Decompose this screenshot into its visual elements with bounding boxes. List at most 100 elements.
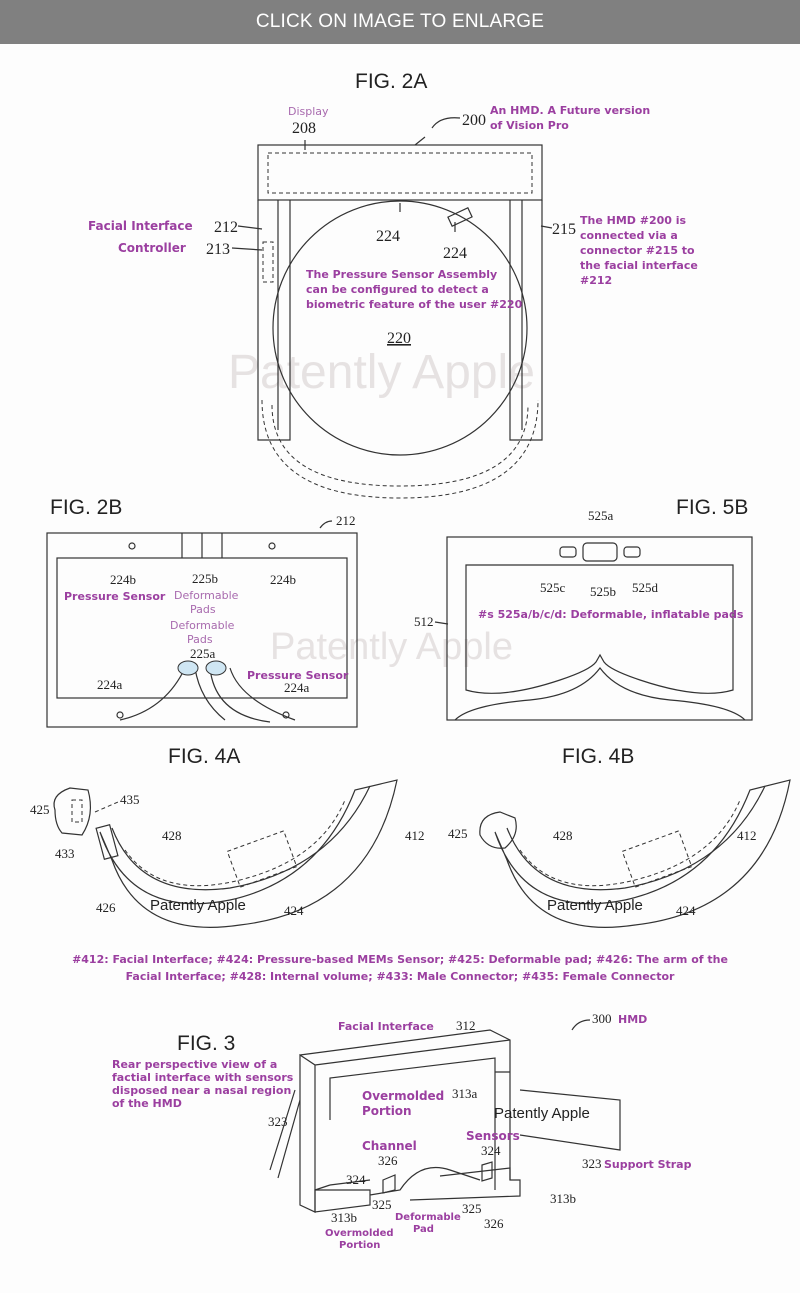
fig-4a: FIG. 4A 425 435 433 428 412 426 424 Pate… <box>30 745 425 928</box>
ref-433: 433 <box>55 846 75 861</box>
ref-225b: 225b <box>192 571 218 586</box>
watermark: Patently Apple <box>494 1105 590 1122</box>
ref-212: 212 <box>336 513 356 528</box>
fig-3: FIG. 3 Rear perspective view of a factia… <box>112 1011 692 1251</box>
deformable-pads-label: Deformable <box>170 619 235 632</box>
ref-525b: 525b <box>590 584 616 599</box>
fig-4a-title: FIG. 4A <box>168 745 240 768</box>
fig-3-description: Rear perspective view of a <box>112 1058 277 1071</box>
nose-cut <box>454 666 746 721</box>
ref-300: 300 <box>592 1011 612 1026</box>
ref-224b: 224b <box>110 572 136 587</box>
arm-426 <box>99 779 398 928</box>
ref-225a: 225a <box>190 646 216 661</box>
ref-435: 435 <box>120 792 140 807</box>
arm <box>494 779 791 928</box>
channel-label: Channel <box>362 1139 417 1153</box>
ref-525a: 525a <box>588 508 614 523</box>
fig-2a: FIG. 2A Display 208 200 An HMD. A Future… <box>88 70 698 499</box>
pad-225a-left <box>177 660 199 676</box>
ref-313a: 313a <box>452 1086 478 1101</box>
fig-3-description: disposed near a nasal region <box>112 1084 291 1097</box>
fig-3-description: of the HMD <box>112 1097 182 1110</box>
pressure-sensor-label: Pressure Sensor <box>247 669 349 682</box>
watermark: Patently Apple <box>547 897 643 914</box>
male-connector-433 <box>95 823 119 861</box>
pressure-sensor-label: Pressure Sensor <box>64 590 166 603</box>
fig-4b-title: FIG. 4B <box>562 745 634 768</box>
arm-inner <box>506 785 766 891</box>
pad-225a-right <box>205 660 227 676</box>
ref-412: 412 <box>405 828 425 843</box>
fig-5b-title: FIG. 5B <box>676 496 748 519</box>
female-connector-435 <box>71 799 83 823</box>
sensor-note: biometric feature of the user #220 <box>306 298 523 311</box>
support-strap-323 <box>269 1089 621 1179</box>
ref-326: 326 <box>378 1153 398 1168</box>
ref-412: 412 <box>737 828 757 843</box>
pad-525d <box>623 546 641 558</box>
support-strap-label: Support Strap <box>604 1158 692 1171</box>
nose-arms <box>119 667 296 723</box>
ref-312: 312 <box>456 1018 476 1033</box>
ref-426: 426 <box>96 900 116 915</box>
ref-512: 512 <box>414 614 434 629</box>
connector-note: The HMD #200 is <box>580 214 687 227</box>
ref-224: 224 <box>443 245 467 262</box>
arrow-200 <box>431 117 461 129</box>
overmolded-portion-label: Overmolded <box>325 1228 394 1239</box>
sensor-224a <box>282 711 290 719</box>
arm-inner <box>111 785 371 891</box>
fig-2a-title: FIG. 2A <box>355 70 427 93</box>
watermark: Patently Apple <box>228 346 535 399</box>
ref-325: 325 <box>462 1201 482 1216</box>
hmd-note: of Vision Pro <box>490 119 569 132</box>
ref-325: 325 <box>372 1197 392 1212</box>
ref-424: 424 <box>284 903 304 918</box>
leader-512 <box>434 621 449 625</box>
fig-4b: FIG. 4B 425 428 412 424 Patently Apple <box>448 745 791 928</box>
internal-volume-428 <box>124 799 346 887</box>
fig-2b: FIG. 2B 212 224b 225b 224b Pressure Sens… <box>46 496 358 728</box>
ref-213: 213 <box>206 241 230 258</box>
deformable-pad-label: Pad <box>413 1224 434 1235</box>
ref-425: 425 <box>30 802 50 817</box>
deformable-pads-label: Pads <box>190 603 216 616</box>
facial-interface-label: Facial Interface <box>88 219 193 233</box>
deformable-pads-label: Pads <box>187 633 213 646</box>
overmolded-portion-label: Overmolded <box>362 1089 444 1103</box>
enlarge-image-banner[interactable]: CLICK ON IMAGE TO ENLARGE <box>0 0 800 44</box>
ref-200: 200 <box>462 112 486 129</box>
ref-428: 428 <box>553 828 573 843</box>
ref-208: 208 <box>292 120 316 137</box>
ref-424: 424 <box>676 903 696 918</box>
overmolded-portion-label: Portion <box>339 1240 380 1251</box>
fig-5b: FIG. 5B 525a 525c 525b 525d 512 #s 525a/… <box>414 496 753 721</box>
sensor-note: can be configured to detect a <box>306 283 489 296</box>
deformable-pads-label: Deformable <box>174 589 239 602</box>
facial-interface-label: Facial Interface <box>338 1020 434 1033</box>
ref-525c: 525c <box>540 580 566 595</box>
leader-435 <box>94 801 119 813</box>
connector-note: connected via a <box>580 229 678 242</box>
ref-323: 323 <box>582 1156 602 1171</box>
sensors-label: Sensors <box>466 1129 520 1143</box>
ref-323: 323 <box>268 1114 288 1129</box>
hmd-note: An HMD. A Future version <box>490 104 650 117</box>
connector-note: #212 <box>580 274 612 287</box>
controller-label: Controller <box>118 241 186 255</box>
fig-2b-title: FIG. 2B <box>50 496 122 519</box>
ref-324: 324 <box>481 1143 501 1158</box>
ref-220: 220 <box>387 330 411 347</box>
sensor-424 <box>621 830 693 888</box>
deformable-pad-label: Deformable <box>395 1212 461 1223</box>
ref-326: 326 <box>484 1216 504 1231</box>
overmolded-portion-label: Portion <box>362 1104 412 1118</box>
pads-325 <box>382 1161 493 1194</box>
connector-note: the facial interface <box>580 259 698 272</box>
sensor-note: The Pressure Sensor Assembly <box>306 268 497 281</box>
sensor-424 <box>226 830 298 888</box>
watermark: Patently Apple <box>270 626 513 668</box>
ref-425: 425 <box>448 826 468 841</box>
